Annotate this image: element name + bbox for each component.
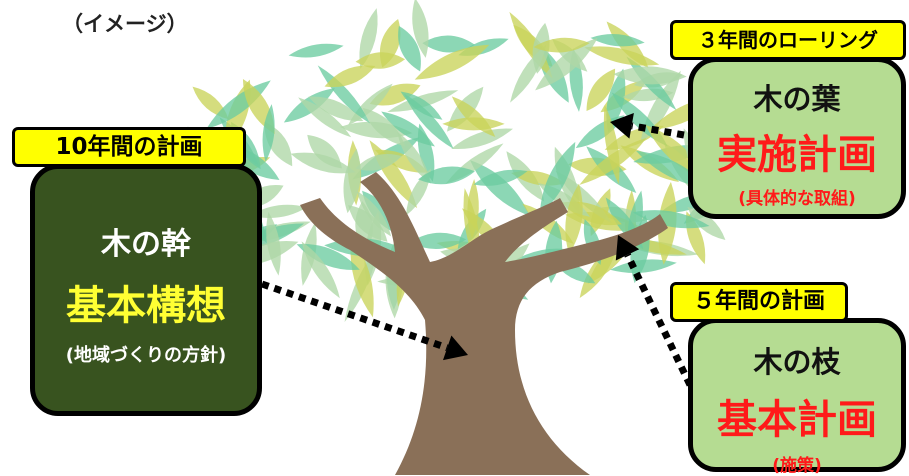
tag-3-year-rolling: ３年間のローリング (670, 20, 906, 60)
tag-10-year-plan: 10年間の計画 (12, 127, 246, 167)
panel-trunk: 木の幹 基本構想 (地域づくりの方針) (30, 164, 262, 416)
panel-trunk-note: (地域づくりの方針) (35, 341, 257, 367)
tag-5-year-plan: ５年間の計画 (670, 282, 848, 322)
panel-branch-part: 木の枝 (693, 339, 901, 381)
panel-leaf-note: (具体的な取組) (693, 184, 901, 209)
panel-branch-plan: 基本計画 (693, 387, 901, 445)
panel-branch: 木の枝 基本計画 (施策) (688, 318, 906, 472)
panel-branch-note: (施策) (693, 451, 901, 476)
panel-leaf-part: 木の葉 (693, 76, 901, 118)
panel-trunk-part: 木の幹 (35, 219, 257, 263)
panel-leaf: 木の葉 実施計画 (具体的な取組) (688, 57, 906, 219)
leaf-shape (288, 40, 345, 62)
panel-leaf-plan: 実施計画 (693, 122, 901, 180)
image-caption: （イメージ） (62, 8, 188, 38)
panel-trunk-plan: 基本構想 (35, 273, 257, 331)
